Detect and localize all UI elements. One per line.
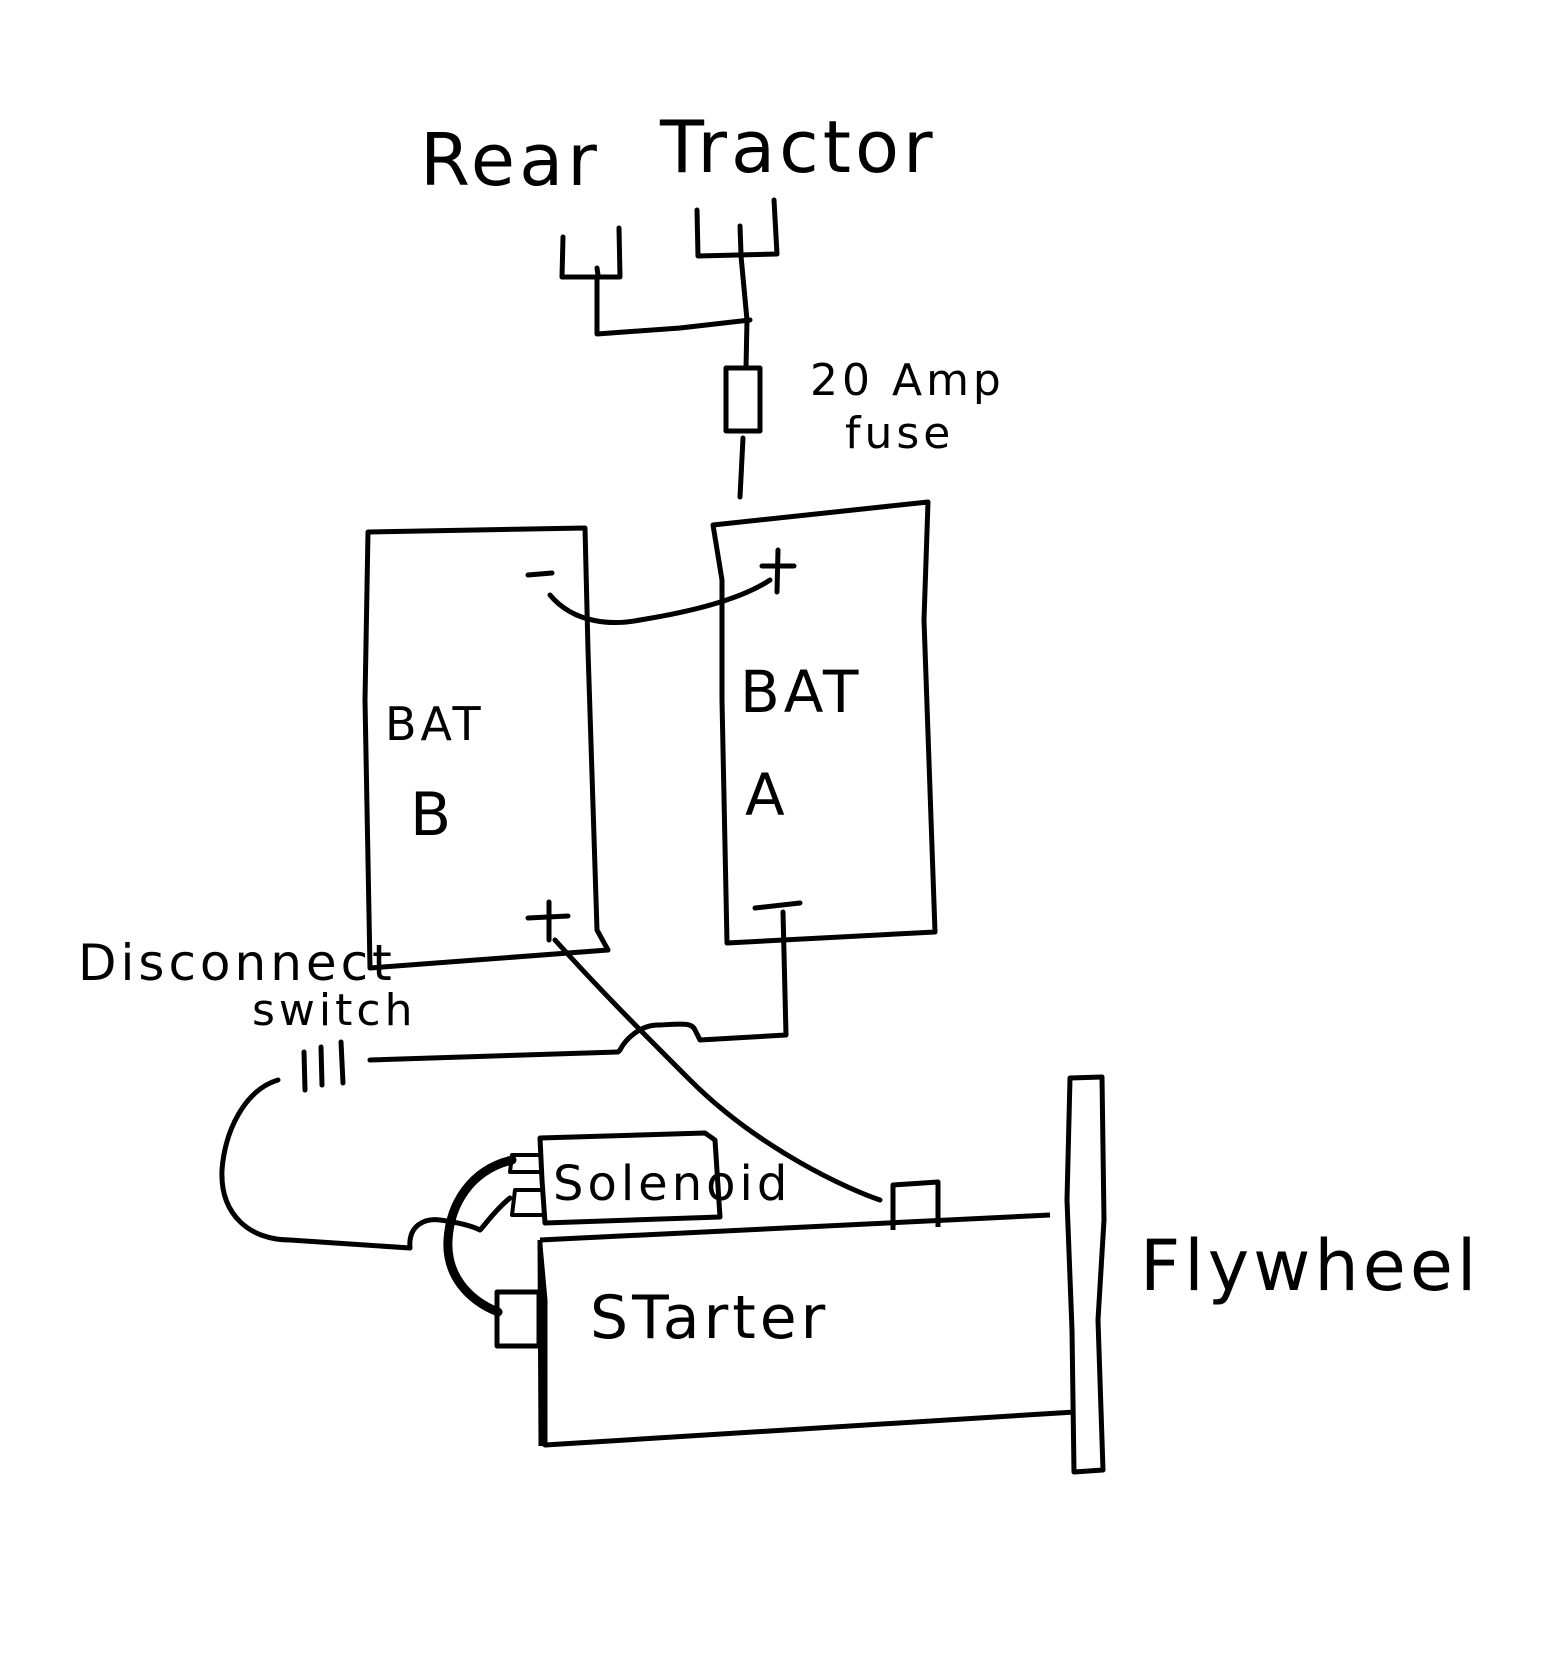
- fuse-word-label: fuse: [845, 408, 954, 459]
- battery-a-label-line2: A: [745, 761, 789, 829]
- wire-tractor-to-junction: [738, 253, 750, 371]
- battery-a-negative-terminal: [752, 900, 803, 911]
- solenoid-label: Solenoid: [553, 1156, 791, 1212]
- wire-bat-b-pos-to-starter: [552, 937, 883, 1203]
- starter-label: STarter: [590, 1283, 829, 1353]
- battery-b-positive-terminal: [525, 899, 571, 943]
- fuse-rating-label: 20 Amp: [810, 355, 1005, 406]
- battery-a-label-line1: BAT: [740, 658, 862, 726]
- wire-fuse-to-bat-a: [737, 435, 746, 500]
- disconnect-label-line1: Disconnect: [78, 934, 396, 992]
- tractor-label: Tractor: [659, 105, 937, 189]
- wire-rear-to-junction: [594, 274, 753, 337]
- fuse-symbol: [723, 365, 763, 434]
- battery-b-label-line1: BAT: [385, 697, 485, 751]
- wire-switch-to-solenoid: [219, 1077, 513, 1251]
- battery-b-outline: [362, 525, 611, 971]
- rear-label: Rear: [420, 118, 601, 202]
- rear-outlet: [559, 225, 623, 280]
- battery-b-label-line2: B: [410, 780, 455, 850]
- flywheel-label: Flywheel: [1140, 1225, 1480, 1307]
- wire-series-link: [547, 577, 773, 625]
- solenoid-outline: [537, 1130, 723, 1226]
- disconnect-label-line2: switch: [252, 985, 416, 1036]
- disconnect-switch-symbol: [301, 1039, 346, 1093]
- cable-solenoid-to-starter: [443, 1155, 517, 1317]
- starter-input-terminal: [494, 1289, 542, 1349]
- battery-a-positive-terminal: [759, 547, 797, 595]
- flywheel-outline: [1064, 1074, 1107, 1475]
- wire-bat-a-neg-to-switch: [367, 909, 789, 1063]
- starter-battery-terminal: [890, 1179, 941, 1230]
- battery-b-negative-terminal: [525, 570, 555, 578]
- tractor-outlet: [694, 197, 780, 259]
